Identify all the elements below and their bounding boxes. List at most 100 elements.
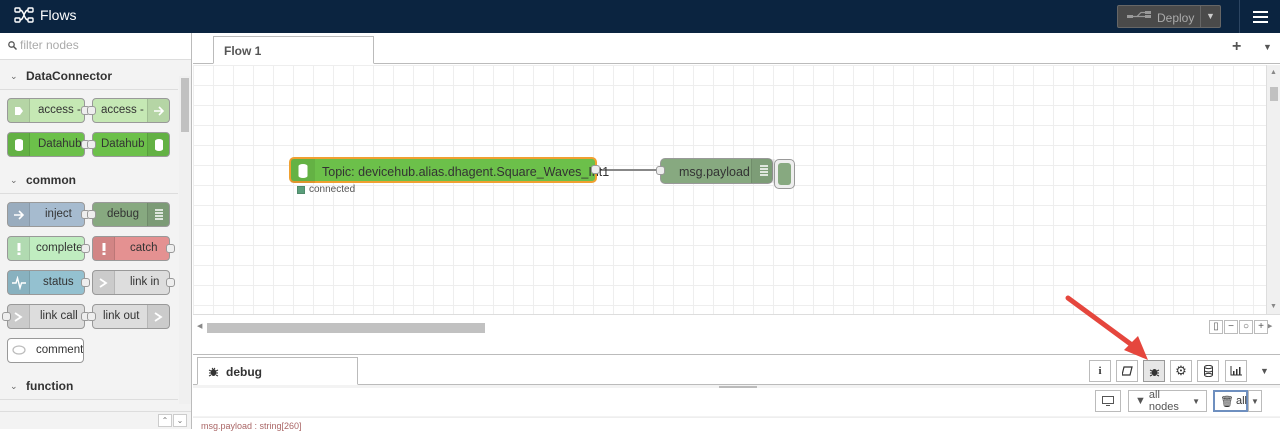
output-port [166, 278, 175, 287]
workspace-horizontal-scrollbar[interactable]: ◀ ▶ [193, 314, 1280, 340]
palette-node-link-out[interactable]: link out [92, 304, 170, 329]
node-palette: ⌄ DataConnector access - access - Datahu… [0, 33, 192, 429]
main-menu-button[interactable] [1239, 0, 1280, 33]
debug-toggle-button[interactable] [774, 159, 795, 189]
zoom-in-icon[interactable]: + [1254, 320, 1268, 334]
tab-label: debug [226, 365, 262, 379]
node-label: Datahub [101, 138, 145, 150]
palette-footer: ⌃ ⌄ [0, 411, 191, 429]
palette-node-catch[interactable]: catch [92, 236, 170, 261]
node-label: comment [36, 344, 84, 356]
input-port[interactable] [656, 166, 665, 175]
node-label: link call [40, 310, 78, 322]
palette-node-datahub-in[interactable]: Datahub [7, 132, 85, 157]
node-label: msg.payload [679, 165, 750, 179]
deploy-label: Deploy [1157, 11, 1195, 25]
arrow-in-icon [8, 203, 30, 226]
palette-node-comment[interactable]: comment [7, 338, 84, 363]
chevron-down-icon[interactable]: ▼ [1263, 42, 1272, 52]
expand-all-icon[interactable]: ⌄ [173, 414, 187, 427]
palette-filter [0, 33, 191, 60]
node-label: debug [107, 208, 139, 220]
tab-debug[interactable]: debug [197, 357, 358, 385]
palette-node-inject[interactable]: inject [7, 202, 85, 227]
node-status: connected [297, 184, 355, 195]
node-label: status [43, 276, 74, 288]
access-icon [147, 99, 169, 122]
info-button[interactable]: i [1089, 360, 1111, 382]
flows-icon [14, 7, 34, 23]
scroll-down-icon[interactable]: ▼ [1270, 303, 1277, 310]
flow-node-datahub-source[interactable]: Topic: devicehub.alias.dhagent.Square_Wa… [289, 157, 609, 183]
palette-node-debug[interactable]: debug [92, 202, 170, 227]
output-port[interactable] [591, 165, 600, 174]
palette-node-datahub-out[interactable]: Datahub [92, 132, 170, 157]
filter-label: all nodes [1148, 389, 1179, 413]
help-button[interactable] [1116, 360, 1138, 382]
category-header-function[interactable]: ⌄ function [0, 372, 178, 400]
debug-message[interactable]: msg.payload : string[260] [193, 417, 1280, 431]
flow-wire[interactable] [597, 169, 660, 171]
palette-node-access-out[interactable]: access - [92, 98, 170, 123]
palette-scrollbar[interactable] [179, 76, 191, 404]
bug-icon [208, 367, 219, 377]
palette-node-link-call[interactable]: link call [7, 304, 85, 329]
palette-node-status[interactable]: status [7, 270, 85, 295]
scroll-left-icon[interactable]: ◀ [197, 323, 203, 330]
workspace-vertical-scrollbar[interactable]: ▲ ▼ [1266, 65, 1280, 314]
scroll-right-icon[interactable]: ▶ [1267, 323, 1273, 330]
debug-message-meta: msg.payload : string[260] [201, 421, 302, 431]
bar-chart-icon [1230, 366, 1242, 376]
chevron-down-icon[interactable]: ▼ [1260, 366, 1269, 376]
tab-label: Flow 1 [224, 44, 262, 58]
palette-node-access-in[interactable]: access - [7, 98, 85, 123]
link-in-icon [93, 271, 115, 294]
clear-options-caret[interactable]: ▼ [1248, 390, 1262, 412]
flow-node-debug[interactable]: msg.payload [660, 158, 775, 184]
config-button[interactable]: ⚙ [1170, 360, 1192, 382]
app-header: Flows Deploy ▼ [0, 0, 1280, 33]
list-icon [751, 159, 775, 183]
palette-node-link-in[interactable]: link in [92, 270, 170, 295]
chevron-down-icon: ▼ [1192, 396, 1200, 406]
category-label: common [26, 173, 77, 187]
node-label: link in [130, 276, 160, 288]
scrollbar-thumb[interactable] [207, 323, 485, 333]
debug-sidebar-button[interactable] [1143, 360, 1165, 382]
category-header-common[interactable]: ⌄ common [0, 166, 178, 194]
chevron-down-icon: ⌄ [10, 175, 18, 185]
pulse-icon [8, 271, 30, 294]
database-icon [147, 133, 169, 156]
scrollbar-thumb[interactable] [1270, 87, 1278, 101]
output-port [166, 244, 175, 253]
link-call-icon [8, 305, 30, 328]
deploy-menu-caret[interactable]: ▼ [1200, 6, 1220, 27]
access-icon [8, 99, 30, 122]
clear-messages-button[interactable]: 🗑 all [1213, 390, 1248, 412]
search-icon [8, 41, 17, 50]
palette-node-complete[interactable]: complete [7, 236, 85, 261]
zoom-out-icon[interactable]: − [1224, 320, 1238, 334]
open-debug-window-button[interactable] [1095, 390, 1121, 412]
add-flow-icon[interactable]: + [1232, 38, 1242, 55]
chevron-down-icon: ⌄ [10, 71, 18, 81]
filter-nodes-input[interactable] [20, 38, 180, 52]
app-title: Flows [40, 7, 77, 23]
scroll-up-icon[interactable]: ▲ [1270, 69, 1277, 76]
tab-flow-1[interactable]: Flow 1 [213, 36, 374, 64]
sidebar: debug i ⚙ ▼ ▼ all nodes ▼ [193, 354, 1280, 431]
collapse-all-icon[interactable]: ⌃ [158, 414, 172, 427]
zoom-reset-icon[interactable]: ○ [1239, 320, 1253, 334]
node-label: Topic: devicehub.alias.dhagent.Square_Wa… [322, 165, 610, 179]
status-text: connected [309, 184, 356, 195]
filter-nodes-select[interactable]: ▼ all nodes ▼ [1128, 389, 1207, 413]
deploy-button[interactable]: Deploy ▼ [1117, 5, 1221, 28]
context-data-button[interactable] [1197, 360, 1219, 382]
sidebar-resize-grip[interactable] [719, 386, 757, 388]
flow-workspace[interactable] [193, 65, 1280, 314]
map-icon[interactable]: ▯ [1209, 320, 1223, 334]
scrollbar-thumb[interactable] [181, 78, 189, 132]
category-header-dataconnector[interactable]: ⌄ DataConnector [0, 62, 178, 90]
dashboard-button[interactable] [1225, 360, 1247, 382]
bug-icon [1149, 368, 1159, 376]
